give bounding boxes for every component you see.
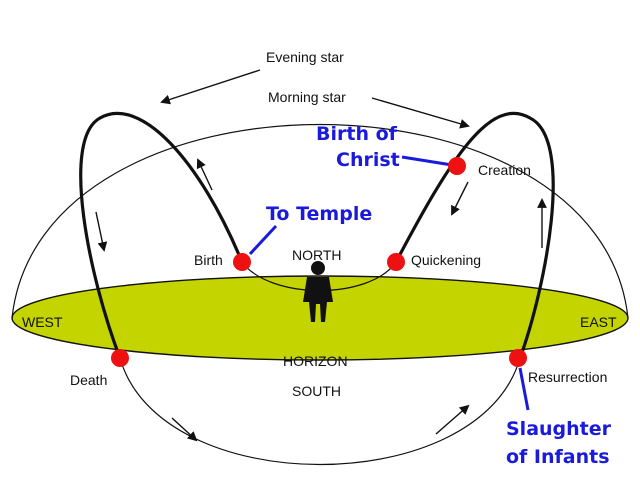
birth-of-christ-label-line1: Birth of [316, 123, 398, 145]
resurrection-label: Resurrection [528, 369, 607, 385]
birth-of-christ-connector [401, 155, 453, 167]
arrow-lower-left [171, 417, 198, 442]
quickening-label: Quickening [411, 252, 481, 268]
creation-dot [448, 157, 466, 175]
arrow-lower-right [435, 404, 470, 435]
death-dot [111, 349, 129, 367]
slaughter-label-line2: of Infants [506, 446, 610, 468]
to-temple-label: To Temple [266, 203, 372, 225]
slaughter-label-line1: Slaughter [506, 418, 612, 440]
south-label: SOUTH [292, 383, 341, 399]
arrow-left-loop-down [95, 211, 108, 252]
slaughter-connector [518, 367, 530, 411]
celestial-dome [11, 124, 629, 319]
north-label: NORTH [292, 247, 342, 263]
evening-star-loop [79, 111, 244, 360]
arrow-morning-star [371, 97, 470, 129]
standing-person-icon [303, 261, 333, 322]
birth-dot [233, 253, 251, 271]
arrow-right-loop-down [451, 181, 469, 216]
horizon-label: HORIZON [283, 353, 348, 369]
east-label: EAST [580, 314, 617, 330]
lower-arc [119, 357, 521, 465]
resurrection-dot [509, 349, 527, 367]
evening-star-label: Evening star [266, 49, 344, 65]
quickening-dot [387, 253, 405, 271]
birth-of-christ-label-line2: Christ [336, 149, 400, 171]
arrow-evening-star [160, 69, 261, 105]
arrow-left-loop-up [196, 158, 213, 191]
death-label: Death [70, 372, 107, 388]
morning-star-loop [394, 111, 555, 360]
morning-star-label: Morning star [268, 89, 346, 105]
to-temple-connector [248, 224, 278, 256]
west-label: WEST [22, 314, 63, 330]
birth-label: Birth [194, 252, 223, 268]
creation-label: Creation [478, 162, 531, 178]
